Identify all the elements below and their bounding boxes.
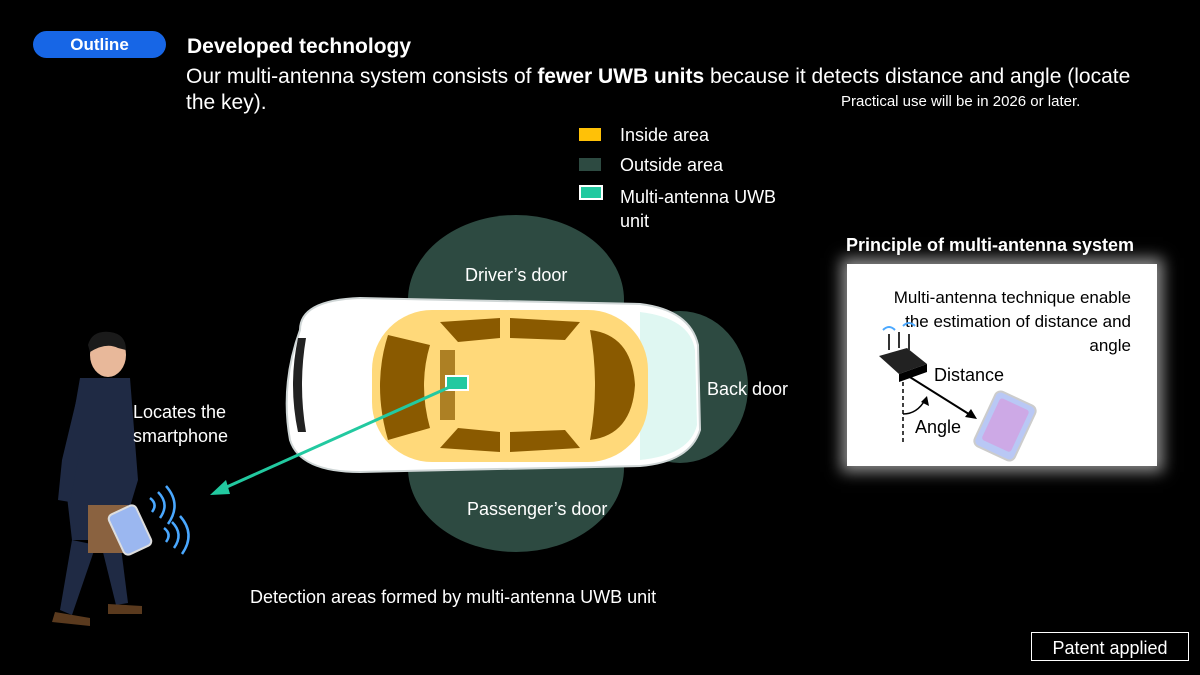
intro-text: Our multi-antenna system consists of few…	[186, 64, 1146, 116]
legend-label-uwb: Multi-antenna UWB unit	[620, 187, 777, 231]
angle-label: Angle	[915, 417, 962, 437]
phone-icon	[973, 390, 1037, 462]
page-title: Developed technology	[187, 35, 412, 58]
locate-arrow	[219, 384, 453, 492]
distance-arrow	[904, 373, 973, 417]
intro-part-2: because it detects distance and angle (l…	[186, 65, 1131, 114]
principle-title: Principle of multi-antenna system	[846, 235, 1135, 255]
detection-caption: Detection areas formed by multi-antenna …	[250, 587, 657, 607]
signal-waves-icon	[149, 485, 190, 555]
smartphone-icon	[107, 504, 153, 556]
locate-arrow-head	[210, 480, 230, 495]
practical-use-note: Practical use will be in 2026 or later.	[841, 93, 1081, 110]
distance-label: Distance	[934, 365, 1005, 385]
outline-badge: Outline	[33, 31, 166, 58]
intro-bold: fewer UWB units	[537, 65, 705, 88]
inside-area	[372, 310, 648, 462]
principle-description: Multi-antenna technique enable the estim…	[893, 288, 1131, 355]
locates-smartphone-label: Locates the smartphone	[133, 402, 229, 446]
drivers-door-label: Driver’s door	[465, 265, 568, 285]
legend-swatch-outside	[579, 158, 601, 171]
legend-label-inside: Inside area	[620, 125, 710, 145]
legend-label-outside: Outside area	[620, 155, 724, 175]
principle-diagram	[879, 322, 1037, 462]
intro-part-1: Our multi-antenna system consists of	[186, 65, 538, 88]
patent-applied-box: Patent applied	[1031, 632, 1189, 661]
uwb-antenna-unit-icon	[879, 322, 927, 382]
principle-card: Multi-antenna technique enable the estim…	[847, 264, 1157, 466]
back-door-label: Back door	[707, 379, 789, 399]
passengers-door-label: Passenger’s door	[467, 499, 608, 519]
walking-person-icon	[52, 331, 142, 626]
legend-swatch-inside	[579, 128, 601, 141]
legend-swatch-uwb	[579, 185, 603, 200]
